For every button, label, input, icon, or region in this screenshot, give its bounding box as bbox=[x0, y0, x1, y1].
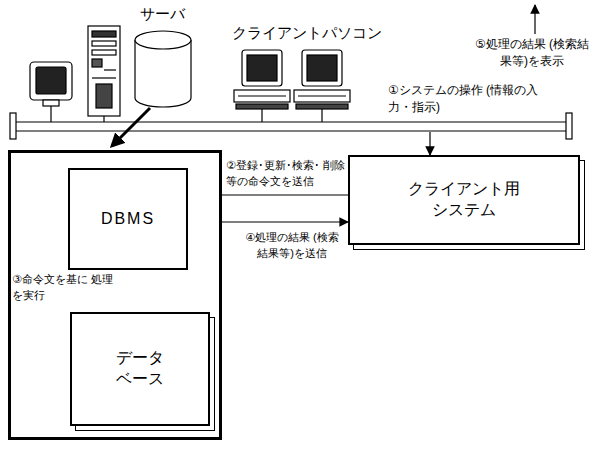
edge-label: ②登録･更新･検索･ 削除等の命令文を送信 bbox=[226, 158, 346, 190]
database-box: データ ベース bbox=[70, 312, 210, 426]
dbms-box: DBMS bbox=[68, 168, 188, 270]
node-text: データ ベース bbox=[106, 348, 173, 390]
operation-label: ①システムの操作 (情報の入力・指示) bbox=[388, 82, 548, 117]
edge-label: ③命令文を基に 処理を実行 bbox=[12, 272, 120, 304]
operation-arrow bbox=[429, 132, 430, 155]
display-label: ⑤処理の結果 (検索結果等)を表示 bbox=[470, 36, 594, 71]
display-arrow bbox=[534, 5, 535, 34]
client-pc bbox=[294, 50, 350, 122]
edge-label: ④処理の結果 (検索結果等)を送信 bbox=[240, 230, 344, 262]
server-label: サーバ bbox=[140, 3, 220, 25]
client-system-box: クライアント用 システム bbox=[348, 155, 580, 245]
disk-cylinder bbox=[135, 31, 191, 107]
client-pc bbox=[234, 50, 290, 122]
network-bus bbox=[10, 113, 572, 139]
server-tower bbox=[88, 26, 120, 122]
node-text: クライアント用 システム bbox=[403, 179, 525, 221]
client-pc-label: クライアントパソコン bbox=[232, 22, 402, 44]
server-monitor bbox=[30, 62, 72, 122]
node-text: DBMS bbox=[101, 209, 155, 230]
zoom-arrow bbox=[112, 108, 150, 146]
